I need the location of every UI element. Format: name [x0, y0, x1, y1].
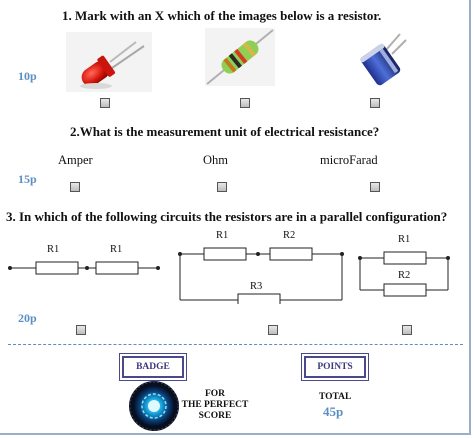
q3-mixed-checkbox[interactable] [268, 325, 278, 335]
section-divider [8, 344, 463, 345]
option-amper: Amper [58, 153, 93, 167]
circuit3-r1-label: R1 [398, 234, 411, 245]
q3-parallel-checkbox[interactable] [402, 325, 412, 335]
badge-caption: FOR THE PERFECT SCORE [181, 389, 249, 421]
question-2-title: 2.What is the measurement unit of electr… [70, 124, 380, 139]
points-button[interactable]: POINTS [304, 356, 366, 378]
question-3-points: 20p [18, 311, 37, 325]
question-3-title: 3. In which of the following circuits th… [6, 209, 448, 224]
option-ohm: Ohm [203, 153, 228, 167]
q2-microfarad-checkbox[interactable] [370, 182, 380, 192]
badge-medal-icon [129, 381, 179, 431]
question-2-points: 15p [18, 172, 37, 186]
total-label: TOTAL [319, 392, 352, 402]
badge-button[interactable]: BADGE [122, 356, 184, 378]
total-value: 45p [323, 404, 344, 419]
circuit-parallel-diagram [358, 251, 450, 297]
q1-led-checkbox[interactable] [100, 98, 110, 108]
resistor-image [205, 28, 275, 86]
led-image [66, 32, 152, 92]
q2-ohm-checkbox[interactable] [217, 182, 227, 192]
capacitor-image [360, 33, 407, 86]
q1-capacitor-checkbox[interactable] [370, 98, 380, 108]
circuit-series-diagram [8, 261, 160, 275]
question-1-title: 1. Mark with an X which of the images be… [62, 8, 382, 23]
circuit2-r3-label: R3 [250, 281, 263, 292]
circuit-mixed-diagram [178, 247, 344, 304]
circuit1-r1-label: R1 [47, 244, 60, 255]
option-microfarad: microFarad [320, 153, 378, 167]
circuit3-r2-label: R2 [398, 270, 411, 281]
circuit2-r2-label: R2 [283, 230, 296, 241]
question-1-points: 10p [18, 69, 37, 83]
q3-series-checkbox[interactable] [76, 325, 86, 335]
circuit2-r1-label: R1 [216, 230, 229, 241]
q2-amper-checkbox[interactable] [70, 182, 80, 192]
circuit1-r1b-label: R1 [110, 244, 123, 255]
q1-resistor-checkbox[interactable] [240, 98, 250, 108]
